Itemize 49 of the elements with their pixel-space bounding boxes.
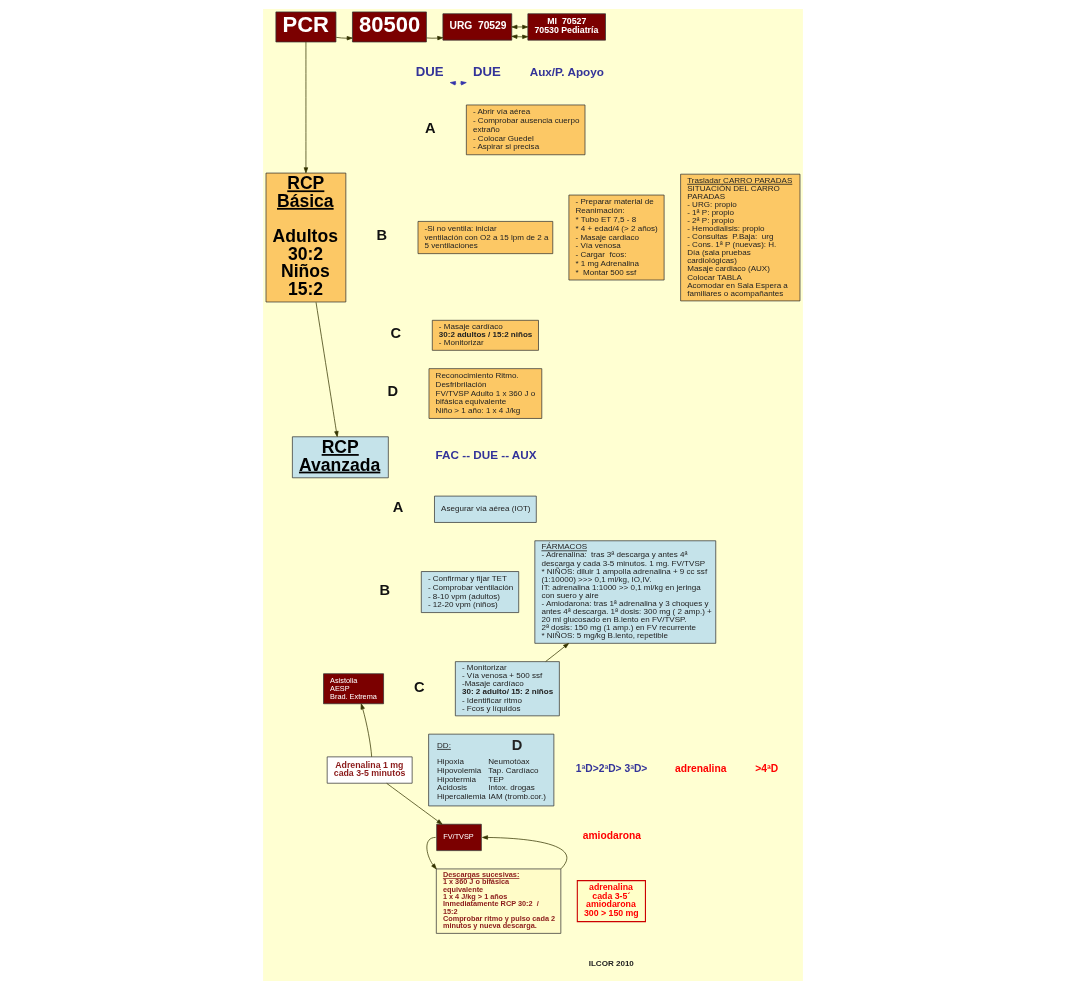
arrow bbox=[481, 834, 567, 869]
node-box: RCP Avanzada bbox=[291, 435, 389, 478]
node-box: - Confirmar y fijar TET - Comprobar ventilación - 8-10 vpm (adultos) - 12-20 vpm (niños) bbox=[420, 570, 519, 613]
label: amiodarona bbox=[582, 829, 641, 841]
arrow bbox=[426, 836, 437, 869]
node-box: Descargas sucesivas: 1 x 360 J o bifásica equivalente 1 x 4 J/kg > 1 años Inmediatamente RCP 30:2 / 15:2 Comprobar ritmo y pulso cada 2 minutos y nueva descarga. bbox=[435, 868, 561, 934]
label: 1ªD>2ªD> 3ªD> bbox=[575, 762, 647, 774]
node-box: MI 70527 70530 Pediatría bbox=[527, 12, 606, 40]
node-text: DUE bbox=[415, 63, 444, 79]
label: B bbox=[376, 226, 387, 243]
label: Aux/P. Apoyo bbox=[529, 64, 604, 78]
node-box: - Abrir vía aérea - Comprobar ausencia cuerpo extraño - Colocar Guedel - Aspirar si precisa bbox=[465, 104, 585, 155]
arrow bbox=[511, 24, 528, 29]
node-box: - Preparar material de Reanimación: * Tubo ET 7,5 - 8 * 4 + edad/4 (> 2 años) - Masaje cardiaco - Vía venosa - Cargar fcos: * 1 mg Adrenalina * Montar 500 ssf bbox=[568, 194, 664, 280]
label: C bbox=[390, 324, 401, 341]
arrow bbox=[385, 782, 442, 825]
arrow bbox=[360, 703, 372, 757]
arrow bbox=[303, 41, 308, 173]
node-box: Reconocimiento Ritmo. Desfribrilación FV/TVSP Adulto 1 x 360 J o bifásica equivalente Niño > 1 año: 1 x 4 J/kg bbox=[428, 367, 542, 419]
arrow bbox=[511, 34, 528, 39]
node-box: -Si no ventila: iniciar ventilación con O2 a 15 lpm de 2 a 5 ventilaciones bbox=[417, 220, 553, 254]
node-box: DD: D Hipoxia Hipovolemia Hipotermia Acidosis Hipercaliemia Neumotóax Tap. Cardíaco TEP Intox. drogas IAM (tromb.cor.) bbox=[427, 733, 554, 806]
label: B bbox=[379, 581, 390, 598]
node-box: Asegurar vía aérea (IOT) bbox=[433, 495, 537, 523]
node-box: 80500 bbox=[351, 11, 427, 42]
node-box: - Masaje cardíaco 30:2 adultos / 15:2 niños - Monitorizar bbox=[431, 319, 539, 351]
node-text: DUE bbox=[472, 63, 501, 79]
label: ILCOR 2010 bbox=[588, 958, 634, 968]
arrow bbox=[315, 301, 339, 437]
arrow bbox=[335, 35, 353, 40]
label: adrenalina bbox=[674, 762, 726, 774]
node-box: URG 70529 bbox=[442, 12, 512, 40]
node-box: FÁRMACOS - Adrenalina: tras 3ª descarga y antes 4ª descarga y cada 3-5 minutos. 1 mg. FV/TVSP * NIÑOS: diluir 1 ampolla adrenalina + 9 cc ssf (1:10000) >>> 0,1 ml/kg, IO,IV. IT: adrenalina 1:1000 >> 0,1 ml/kg en jeringa con suero y aire - Amiodarona: tras 1ª adrenalina y 3 choques y antes 4ª descarga. 1ª dosis: 300 mg ( 2 amp.) + 20 ml glucosado en B.lento en FV/TVSP. 2ª dosis: 150 mg (1 amp.) en FV recurrente * NIÑOS: 5 mg/kg B.lento, repetible bbox=[533, 539, 716, 644]
label: FAC -- DUE -- AUX bbox=[435, 447, 537, 461]
node-box: FV/TVSP bbox=[435, 823, 482, 851]
label: A bbox=[392, 498, 403, 515]
label: >4ªD bbox=[754, 762, 778, 774]
label: A bbox=[424, 119, 436, 136]
node-box: adrenalina cada 3-5´ amiodarona 300 > 150 mg bbox=[576, 879, 646, 922]
arrow bbox=[544, 642, 569, 662]
label: C bbox=[413, 678, 425, 695]
node-box: Asistolia AESP Brad. Extrema bbox=[322, 672, 384, 704]
node-box: Trasladar CARRO PARADAS SITUACIÓN DEL CARRO PARADAS - URG: propio - 1ª P: propio - 2ª P: propio - Hemodialisis: propio - Consultas P.Baja: urg - Cons. 1ª P (nuevas): H. Día (sala pruebas cardiológicas) Masaje cardiaco (AUX) Colocar TABLA Acomodar en Sala Espera a familiares o acompañantes bbox=[679, 173, 800, 301]
node-box: PCR bbox=[275, 11, 336, 42]
node-box: RCP Básica Adultos 30:2 Niños 15:2 bbox=[265, 172, 346, 302]
node-box: Adrenalina 1 mg cada 3-5 minutos bbox=[326, 756, 412, 784]
node-box: - Monitorizar - Vía venosa + 500 ssf -Masaje cardíaco 30: 2 adulto/ 15: 2 niños - Identificar ritmo - Fcos y líquidos bbox=[454, 660, 560, 716]
arrow bbox=[425, 35, 443, 40]
label: D bbox=[387, 382, 398, 399]
